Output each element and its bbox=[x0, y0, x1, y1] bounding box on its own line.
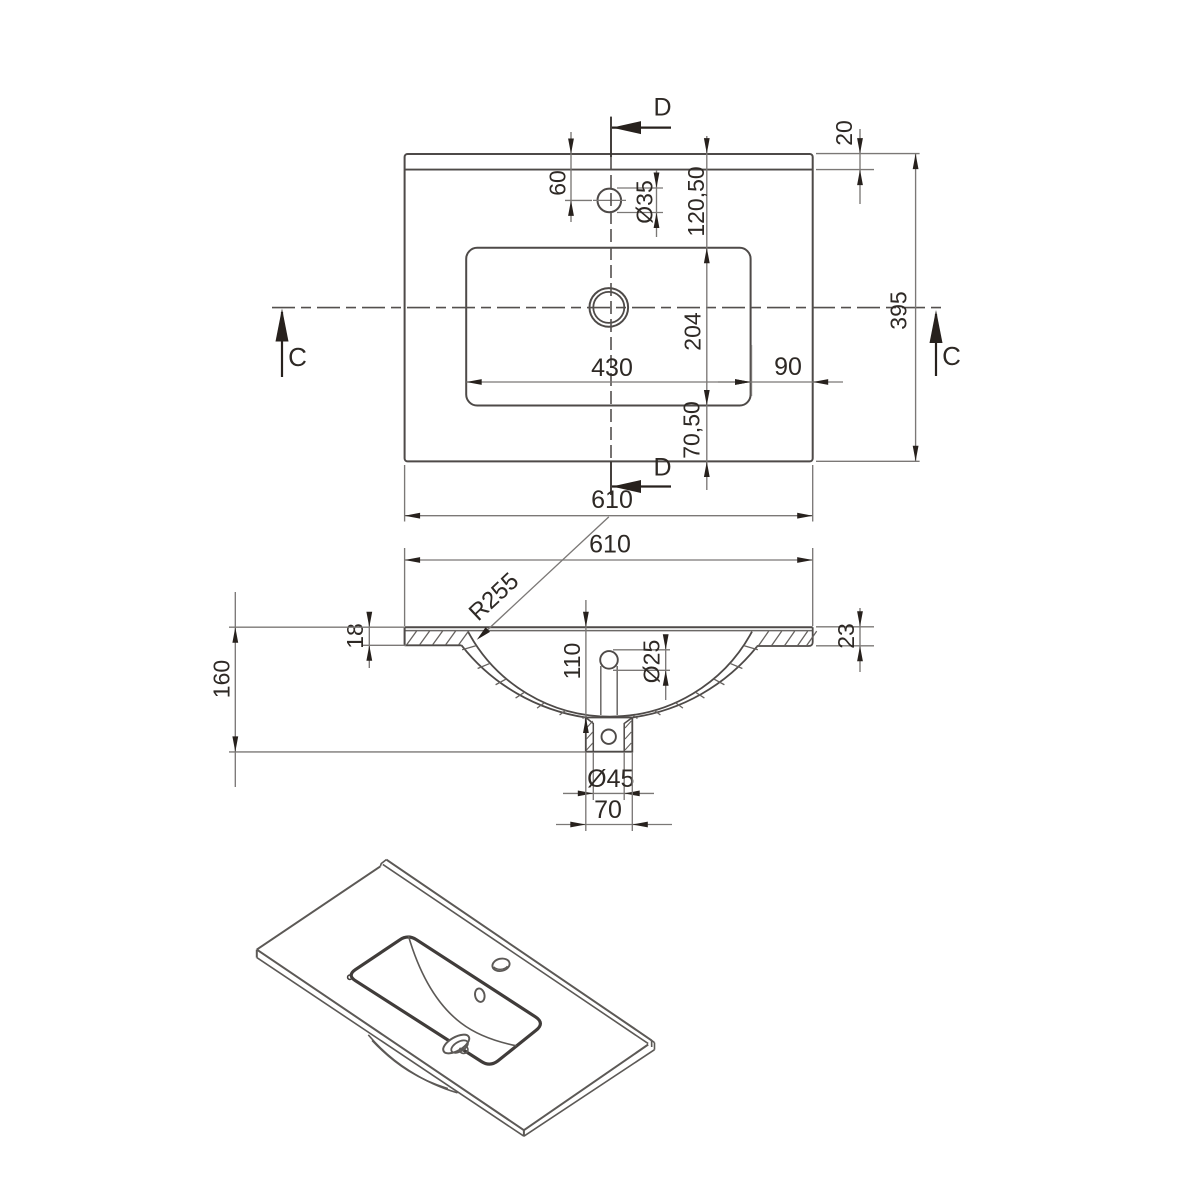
svg-text:204: 204 bbox=[680, 312, 706, 351]
svg-text:D: D bbox=[653, 454, 671, 482]
svg-text:160: 160 bbox=[209, 660, 235, 698]
svg-text:395: 395 bbox=[886, 291, 912, 329]
svg-text:120,50: 120,50 bbox=[683, 166, 709, 236]
svg-text:60: 60 bbox=[545, 170, 571, 196]
svg-text:610: 610 bbox=[589, 531, 631, 559]
svg-text:70: 70 bbox=[594, 796, 622, 824]
svg-text:90: 90 bbox=[774, 353, 802, 381]
svg-text:610: 610 bbox=[591, 486, 633, 514]
svg-text:Ø25: Ø25 bbox=[639, 640, 665, 683]
svg-text:Ø45: Ø45 bbox=[587, 765, 634, 793]
svg-text:D: D bbox=[653, 94, 671, 122]
svg-text:20: 20 bbox=[831, 120, 857, 146]
svg-text:C: C bbox=[942, 341, 961, 371]
svg-text:70,50: 70,50 bbox=[679, 401, 705, 459]
svg-text:110: 110 bbox=[559, 643, 585, 680]
svg-text:23: 23 bbox=[833, 623, 859, 649]
svg-text:C: C bbox=[288, 342, 307, 372]
svg-text:Ø35: Ø35 bbox=[632, 180, 658, 223]
svg-text:R255: R255 bbox=[464, 568, 524, 627]
svg-text:430: 430 bbox=[591, 354, 633, 382]
